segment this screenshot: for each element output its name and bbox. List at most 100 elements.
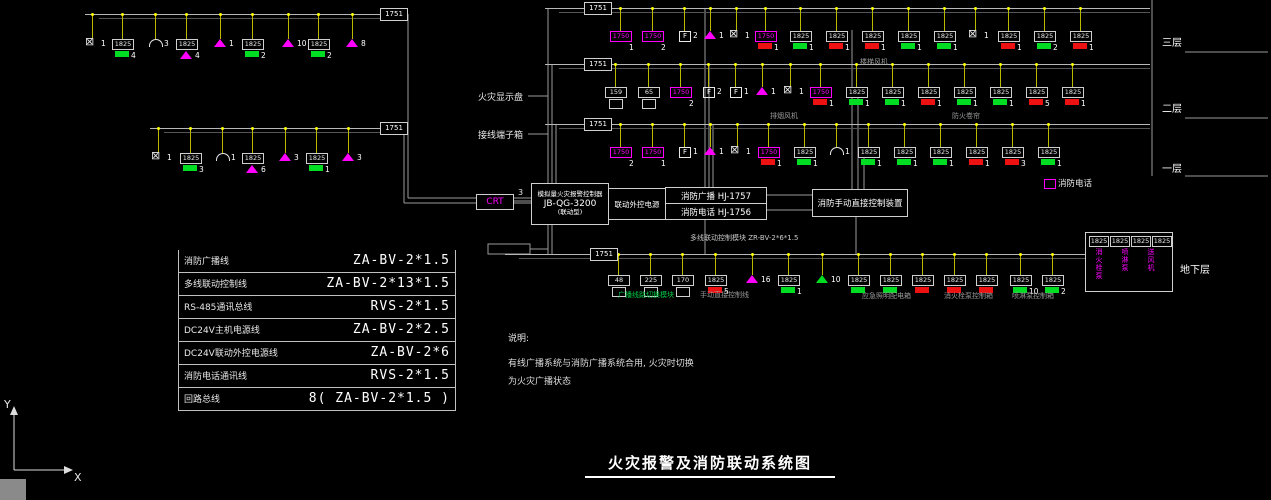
device-count: 1 [865, 99, 870, 108]
linkage-power-box: 联动外控电源 [608, 188, 666, 220]
annotation-text: 防火卷帘 [952, 112, 980, 120]
drop-wire [788, 255, 789, 275]
module-red-icon [1073, 43, 1087, 49]
drop-wire [735, 65, 736, 87]
drop-wire [708, 65, 709, 87]
axis-y-label: Y [4, 398, 11, 411]
detector-green-icon [861, 159, 875, 165]
device-count: 1 [881, 43, 886, 52]
junction-dot [287, 13, 290, 16]
device-address-tag: 1825 [918, 87, 940, 98]
bus-line [505, 254, 1150, 255]
device-address-tag: 1750 [610, 31, 632, 42]
junction-dot [803, 123, 806, 126]
floor-label: 二层 [1162, 104, 1182, 115]
junction-dot [857, 253, 860, 256]
alarm-bell-icon [216, 153, 230, 161]
speaker-icon [746, 275, 758, 283]
junction-dot [891, 63, 894, 66]
annotation-text: 楼梯风机 [860, 58, 888, 66]
drop-wire [618, 255, 619, 275]
legend-wire-name: DC24V联动外控电源线 [184, 349, 278, 359]
device-count: 1 [953, 43, 958, 52]
drop-wire [986, 255, 987, 275]
bus-line-secondary [559, 12, 1150, 13]
module-box-icon [612, 287, 626, 297]
drop-wire [684, 125, 685, 147]
label-terminal-box: 接线端子箱 [478, 131, 524, 141]
bus-line-secondary [559, 68, 1150, 69]
device-count: 1 [809, 43, 814, 52]
drop-wire [872, 9, 873, 31]
junction-dot [975, 123, 978, 126]
device-address-tag: 1750 [610, 147, 632, 158]
device-address-tag: 48 [608, 275, 630, 286]
annotation-text: 应急照明配电箱 [862, 292, 911, 300]
drop-wire [768, 125, 769, 147]
drop-wire [620, 125, 621, 147]
module-red-icon [829, 43, 843, 49]
device-address-tag: 1825 [1002, 147, 1024, 158]
junction-dot [871, 7, 874, 10]
drop-wire [954, 255, 955, 275]
drop-wire [710, 9, 711, 31]
device-count: 1 [719, 31, 724, 40]
device-count: 1 [813, 159, 818, 168]
module-box-icon [609, 99, 623, 109]
device-address-tag: 1825 [912, 275, 934, 286]
device-address-tag: 1825 [930, 147, 952, 158]
drop-wire [220, 15, 221, 39]
device-address-tag: 1825 [858, 147, 880, 158]
device-count: 1 [1017, 43, 1022, 52]
drop-wire [820, 65, 821, 87]
device-address-tag: 1825 [705, 275, 727, 286]
junction-dot [927, 63, 930, 66]
page-title: 火灾报警及消防联动系统图 [585, 452, 835, 478]
device-address-tag: 1750 [670, 87, 692, 98]
device-address-tag: 1825 [1038, 147, 1060, 158]
drop-wire [682, 255, 683, 275]
speaker-icon [704, 31, 716, 39]
detector-green-icon [933, 159, 947, 165]
drop-wire [964, 65, 965, 87]
legend-wire-spec: RVS-2*1.5 [370, 299, 450, 314]
junction-dot [999, 63, 1002, 66]
junction-dot [91, 13, 94, 16]
legend-wire-spec: ZA-BV-2*1.5 [352, 253, 450, 268]
device-count: 2 [689, 99, 694, 108]
speaker-icon [180, 51, 192, 59]
detector-green-icon [245, 51, 259, 57]
junction-dot [1047, 123, 1050, 126]
drop-wire [868, 125, 869, 147]
device-address-tag: 1825 [1010, 275, 1032, 286]
controller-name: 模拟量火灾报警控制器 [537, 190, 603, 199]
crt-count: 3 [518, 188, 524, 197]
junction-dot [683, 123, 686, 126]
drop-wire [836, 9, 837, 31]
drop-wire [800, 9, 801, 31]
junction-dot [734, 63, 737, 66]
drop-wire [252, 129, 253, 153]
bus-line [545, 64, 1150, 65]
manual-control-box: 消防手动直接控制装置 [812, 189, 908, 217]
drop-wire [1012, 125, 1013, 147]
device-count: 2 [629, 159, 634, 168]
junction-dot [251, 13, 254, 16]
device-address-tag: 1825 [112, 39, 134, 50]
device-address-tag: 1825 [976, 275, 998, 286]
detector-green-icon [793, 43, 807, 49]
device-count: 16 [761, 275, 771, 284]
module-red-icon [1001, 43, 1015, 49]
device-count: 2 [1061, 287, 1066, 296]
junction-dot [789, 63, 792, 66]
junction-dot [835, 123, 838, 126]
device-address-tag: 1825 [242, 153, 264, 164]
device-address-tag: 1825 [990, 87, 1012, 98]
legend-wire-spec: ZA-BV-2*2.5 [352, 322, 450, 337]
junction-dot [221, 127, 224, 130]
module-red-icon [915, 287, 929, 293]
drop-wire [737, 125, 738, 147]
device-count: 1 [913, 159, 918, 168]
